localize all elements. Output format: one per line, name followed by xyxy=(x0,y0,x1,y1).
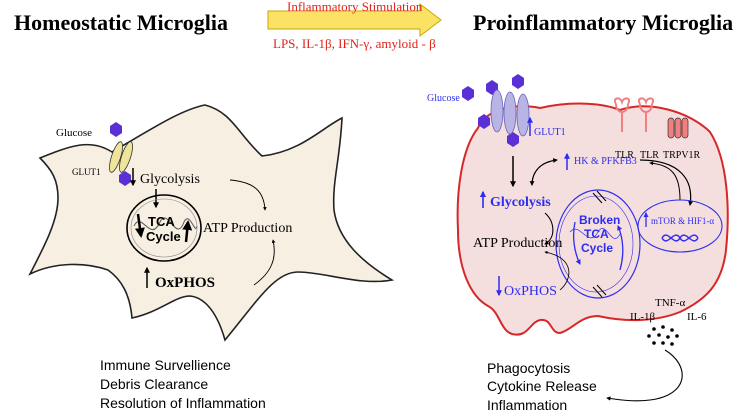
il6-label: IL-6 xyxy=(687,311,707,323)
hk-pfkfb3-label: HK & PFKFB3 xyxy=(574,156,637,167)
proinflammatory-function-2: Cytokine Release xyxy=(487,378,597,394)
mtor-hif-label: mTOR & HIF1-α xyxy=(651,216,714,226)
glucose-label: Glucose xyxy=(56,127,92,139)
stimulation-arrow-shape xyxy=(267,2,442,38)
homeostatic-oxphos-label: OxPHOS xyxy=(155,275,215,291)
tca-cycle-arrow-right xyxy=(182,220,193,243)
glut1-transporter-icon xyxy=(109,141,133,173)
tnf-label: TNF-α xyxy=(655,297,685,309)
mtor-to-hk-arrow xyxy=(649,161,681,201)
homeostatic-function-2: Debris Clearance xyxy=(100,376,208,392)
cytokine-dots-icon xyxy=(647,325,679,346)
glucose-icon xyxy=(512,74,524,89)
tca-cycle-arrow-left xyxy=(134,213,145,238)
glut1-label: GLUT1 xyxy=(72,167,101,177)
trpv1r-channel-icon xyxy=(667,117,689,139)
left-title: Homeostatic Microglia xyxy=(14,10,228,35)
right-title: Proinflammatory Microglia xyxy=(473,10,733,35)
proinflammatory-glycolysis-label: Glycolysis xyxy=(490,195,551,210)
tca-label-line2: Cycle xyxy=(146,229,181,244)
tlr-receptor-icon xyxy=(637,97,655,132)
mtor-hif-box xyxy=(637,199,723,253)
homeostatic-glycolysis-label: Glycolysis xyxy=(140,172,200,187)
stimulation-agents: LPS, IL-1β, IFN-γ, amyloid - β xyxy=(273,36,436,51)
glucose-icon xyxy=(462,86,474,101)
broken-tca-line1: Broken xyxy=(579,213,620,227)
proinflammatory-atp-label: ATP Production xyxy=(473,236,562,251)
stimulation-arrow xyxy=(267,2,442,38)
oxphos-to-atp-arrow xyxy=(544,250,570,291)
glycolysis-to-atp-arrow xyxy=(544,212,554,245)
broken-tca-line2: TCA xyxy=(584,227,609,241)
glucose-icon xyxy=(119,171,131,186)
tlr-label-2: TLR xyxy=(640,150,659,161)
homeostatic-function-3: Resolution of Inflammation xyxy=(100,395,266,411)
proinflammatory-glut1-label: GLUT1 xyxy=(534,127,566,138)
homeostatic-function-1: Immune Survellience xyxy=(100,357,231,373)
receptor-to-mtor-arrow xyxy=(639,159,693,206)
proinflammatory-cell-body xyxy=(456,102,729,336)
trpv1r-label: TRPV1R xyxy=(663,150,701,161)
tca-label-line1: TCA xyxy=(148,214,175,229)
glucose-icon xyxy=(110,122,122,137)
il1b-label: IL-1β xyxy=(630,311,656,323)
tlr-receptor-icon xyxy=(613,97,631,132)
tlr-label-1: TLR xyxy=(615,150,634,161)
hk-double-arrow xyxy=(529,158,558,186)
stimulation-heading: Inflammatory Stimulation xyxy=(287,0,423,14)
broken-tca-line3: Cycle xyxy=(581,241,613,255)
homeostatic-atp-label: ATP Production xyxy=(203,221,292,236)
oxphos-to-atp-arrow xyxy=(253,239,276,286)
broken-mitochondrion-icon xyxy=(555,189,641,299)
cytokine-release-arrow xyxy=(606,349,683,402)
glycolysis-to-atp-arrow xyxy=(229,179,267,211)
glucose-icon xyxy=(478,114,490,129)
glucose-icon xyxy=(507,132,519,147)
proinflammatory-function-1: Phagocytosis xyxy=(487,360,570,376)
proinflammatory-oxphos-label: OxPHOS xyxy=(504,284,557,299)
proinflammatory-function-3: Inflammation xyxy=(487,397,567,413)
glut1-transporter-icon xyxy=(490,89,530,137)
proinflammatory-glucose-label: Glucose xyxy=(427,93,460,104)
